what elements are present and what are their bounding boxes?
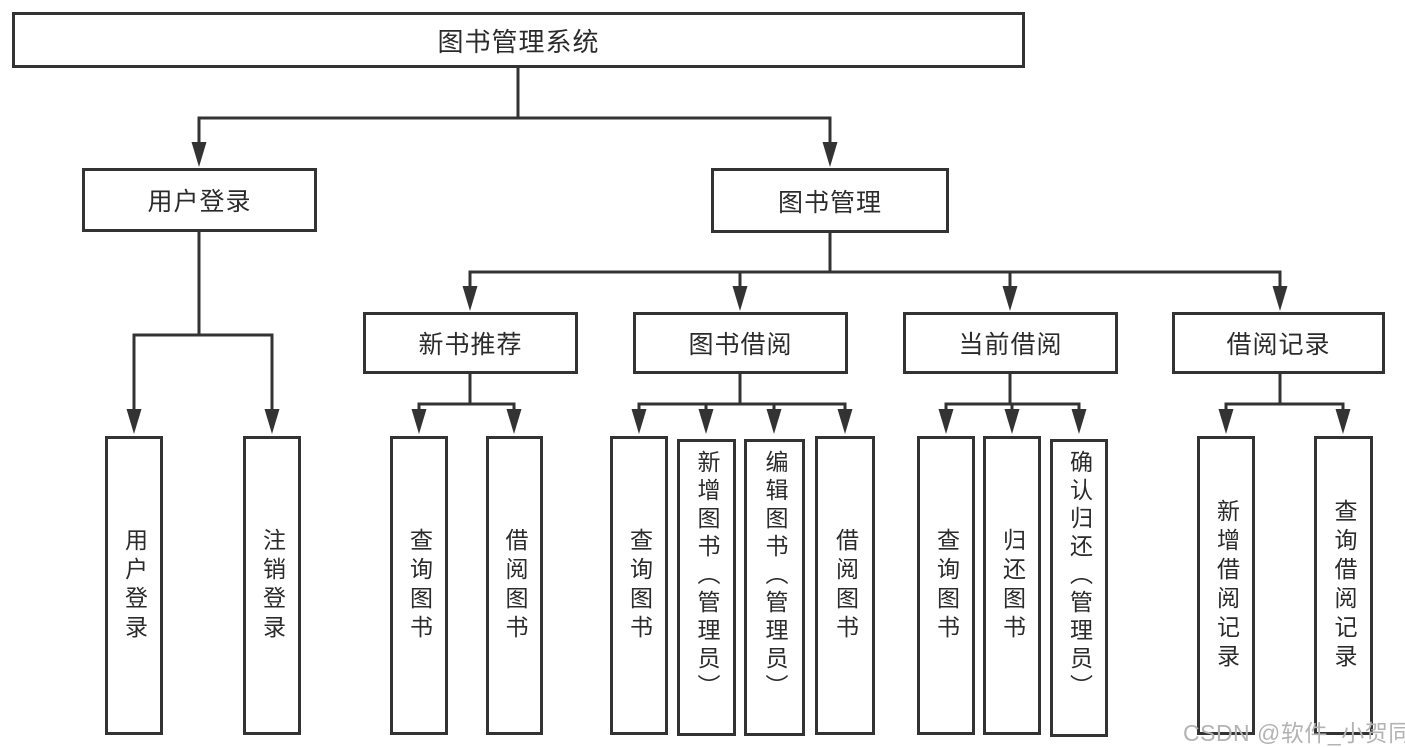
leaf-current-confirm-admin-label: 确认归还（管理员） xyxy=(1066,450,1093,702)
leaf-borrow-query-label: 查询图书 xyxy=(626,527,653,644)
leaf-user-login-label: 用户登录 xyxy=(121,527,148,644)
node-root-label: 图书管理系统 xyxy=(437,26,600,57)
leaf-newbook-borrow-label: 借阅图书 xyxy=(502,527,528,644)
arrowheads xyxy=(126,142,1351,434)
node-book-management-branch: 图书管理 xyxy=(711,168,949,233)
leaf-borrow-query: 查询图书 xyxy=(610,436,668,735)
node-book-management-branch-label: 图书管理 xyxy=(777,188,882,217)
leaf-borrow-borrow-label: 借阅图书 xyxy=(832,527,859,644)
leaf-logout: 注销登录 xyxy=(243,436,301,735)
csdn-watermark: CSDN @软件_小贺同学 xyxy=(1183,720,1405,746)
leaf-borrow-borrow: 借阅图书 xyxy=(815,436,875,735)
node-user-login-branch-label: 用户登录 xyxy=(147,188,252,216)
node-new-book-recommend: 新书推荐 xyxy=(363,312,578,374)
leaf-borrow-edit-admin-label: 编辑图书（管理员） xyxy=(762,450,788,702)
leaf-borrow-add-admin: 新增图书（管理员） xyxy=(677,439,736,736)
leaf-record-add: 新增借阅记录 xyxy=(1197,436,1255,735)
node-book-borrow-label: 图书借阅 xyxy=(688,331,793,359)
leaf-newbook-query: 查询图书 xyxy=(390,436,448,735)
leaf-current-query: 查询图书 xyxy=(917,436,975,735)
node-user-login-branch: 用户登录 xyxy=(82,168,317,232)
leaf-borrow-add-admin-label: 新增图书（管理员） xyxy=(694,450,720,702)
leaf-current-confirm-admin: 确认归还（管理员） xyxy=(1050,439,1108,737)
leaf-current-query-label: 查询图书 xyxy=(933,527,960,644)
node-root: 图书管理系统 xyxy=(12,12,1025,68)
node-current-borrow-label: 当前借阅 xyxy=(958,331,1063,359)
leaf-current-return: 归还图书 xyxy=(983,436,1041,735)
node-borrow-record: 借阅记录 xyxy=(1172,312,1385,374)
leaf-logout-label: 注销登录 xyxy=(259,527,286,644)
leaf-record-query: 查询借阅记录 xyxy=(1314,436,1373,735)
leaf-newbook-query-label: 查询图书 xyxy=(406,527,433,644)
node-new-book-recommend-label: 新书推荐 xyxy=(418,331,523,359)
leaf-newbook-borrow: 借阅图书 xyxy=(486,436,543,735)
node-current-borrow: 当前借阅 xyxy=(903,312,1118,374)
leaf-record-query-label: 查询借阅记录 xyxy=(1331,498,1357,673)
node-borrow-record-label: 借阅记录 xyxy=(1226,331,1331,359)
leaf-current-return-label: 归还图书 xyxy=(999,527,1026,644)
node-book-borrow: 图书借阅 xyxy=(633,312,848,374)
leaf-borrow-edit-admin: 编辑图书（管理员） xyxy=(744,439,805,736)
leaf-user-login: 用户登录 xyxy=(105,436,163,735)
leaf-record-add-label: 新增借阅记录 xyxy=(1213,498,1240,673)
